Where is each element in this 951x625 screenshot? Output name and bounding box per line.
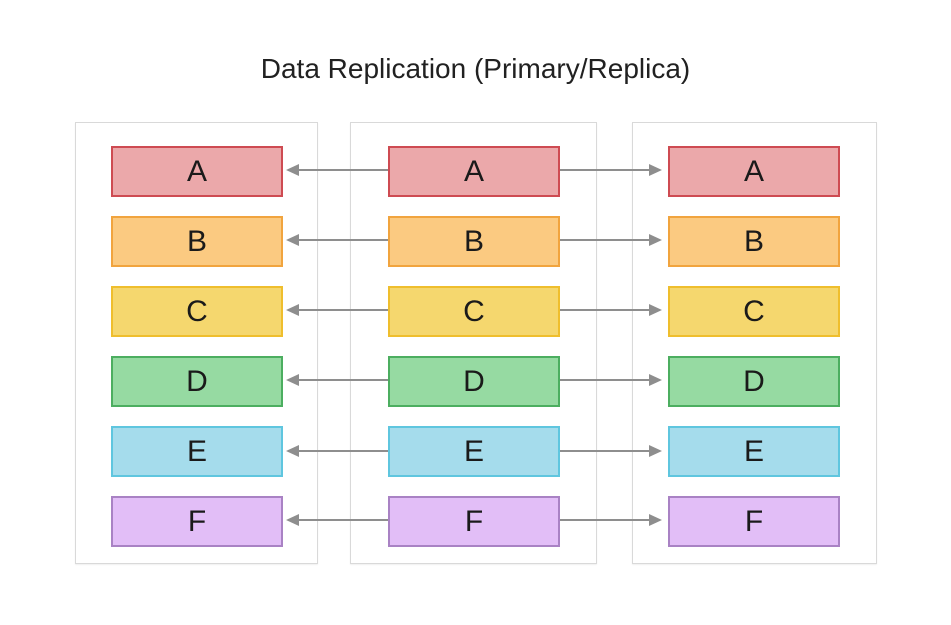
node-label: A <box>186 154 207 188</box>
node-primary-f: F <box>388 496 560 547</box>
arrowhead-left-icon <box>286 234 299 246</box>
replication-arrow-right-c <box>560 304 662 316</box>
replication-arrow-right-a <box>560 164 662 176</box>
node-replica-right-a: A <box>668 146 840 197</box>
replication-arrow-right-f <box>560 514 662 526</box>
arrowhead-left-icon <box>286 164 299 176</box>
arrow-shaft <box>560 309 650 311</box>
node-replica-right-d: D <box>668 356 840 407</box>
node-label: E <box>186 434 207 468</box>
arrowhead-right-icon <box>649 164 662 176</box>
node-label: B <box>743 224 764 258</box>
node-label: C <box>186 294 208 328</box>
node-replica-left-d: D <box>111 356 283 407</box>
node-label: B <box>463 224 484 258</box>
node-label: D <box>463 364 485 398</box>
node-label: F <box>464 504 484 538</box>
replication-arrow-left-b <box>286 234 388 246</box>
node-label: F <box>187 504 207 538</box>
arrow-shaft <box>560 379 650 381</box>
arrowhead-left-icon <box>286 514 299 526</box>
node-replica-left-a: A <box>111 146 283 197</box>
replication-arrow-left-d <box>286 374 388 386</box>
node-primary-a: A <box>388 146 560 197</box>
arrow-shaft <box>560 239 650 241</box>
arrowhead-left-icon <box>286 304 299 316</box>
node-primary-b: B <box>388 216 560 267</box>
replication-arrow-right-b <box>560 234 662 246</box>
arrow-shaft <box>560 450 650 452</box>
replication-arrow-left-a <box>286 164 388 176</box>
arrow-shaft <box>298 309 388 311</box>
arrowhead-right-icon <box>649 514 662 526</box>
arrowhead-right-icon <box>649 445 662 457</box>
node-label: C <box>743 294 765 328</box>
node-label: D <box>186 364 208 398</box>
arrowhead-right-icon <box>649 374 662 386</box>
arrow-shaft <box>298 450 388 452</box>
arrow-shaft <box>560 519 650 521</box>
arrow-shaft <box>298 239 388 241</box>
node-primary-d: D <box>388 356 560 407</box>
node-replica-right-e: E <box>668 426 840 477</box>
arrow-shaft <box>298 169 388 171</box>
node-label: F <box>744 504 764 538</box>
node-label: E <box>463 434 484 468</box>
node-replica-right-f: F <box>668 496 840 547</box>
node-label: A <box>463 154 484 188</box>
node-label: C <box>463 294 485 328</box>
node-label: A <box>743 154 764 188</box>
node-replica-left-f: F <box>111 496 283 547</box>
replication-arrow-right-e <box>560 445 662 457</box>
node-replica-left-e: E <box>111 426 283 477</box>
node-replica-left-c: C <box>111 286 283 337</box>
replication-arrow-right-d <box>560 374 662 386</box>
node-replica-right-b: B <box>668 216 840 267</box>
node-primary-e: E <box>388 426 560 477</box>
node-label: E <box>743 434 764 468</box>
arrow-shaft <box>298 519 388 521</box>
replication-arrow-left-e <box>286 445 388 457</box>
arrowhead-right-icon <box>649 304 662 316</box>
arrowhead-left-icon <box>286 374 299 386</box>
arrow-shaft <box>560 169 650 171</box>
node-label: D <box>743 364 765 398</box>
replication-arrow-left-f <box>286 514 388 526</box>
replica-right-container: A B C D E F <box>632 122 877 564</box>
node-label: B <box>186 224 207 258</box>
arrowhead-left-icon <box>286 445 299 457</box>
arrow-shaft <box>298 379 388 381</box>
diagram-title: Data Replication (Primary/Replica) <box>260 53 691 84</box>
node-replica-right-c: C <box>668 286 840 337</box>
arrowhead-right-icon <box>649 234 662 246</box>
replication-arrow-left-c <box>286 304 388 316</box>
replica-left-container: A B C D E F <box>75 122 318 564</box>
node-primary-c: C <box>388 286 560 337</box>
node-replica-left-b: B <box>111 216 283 267</box>
primary-container: A B C D E F <box>350 122 597 564</box>
